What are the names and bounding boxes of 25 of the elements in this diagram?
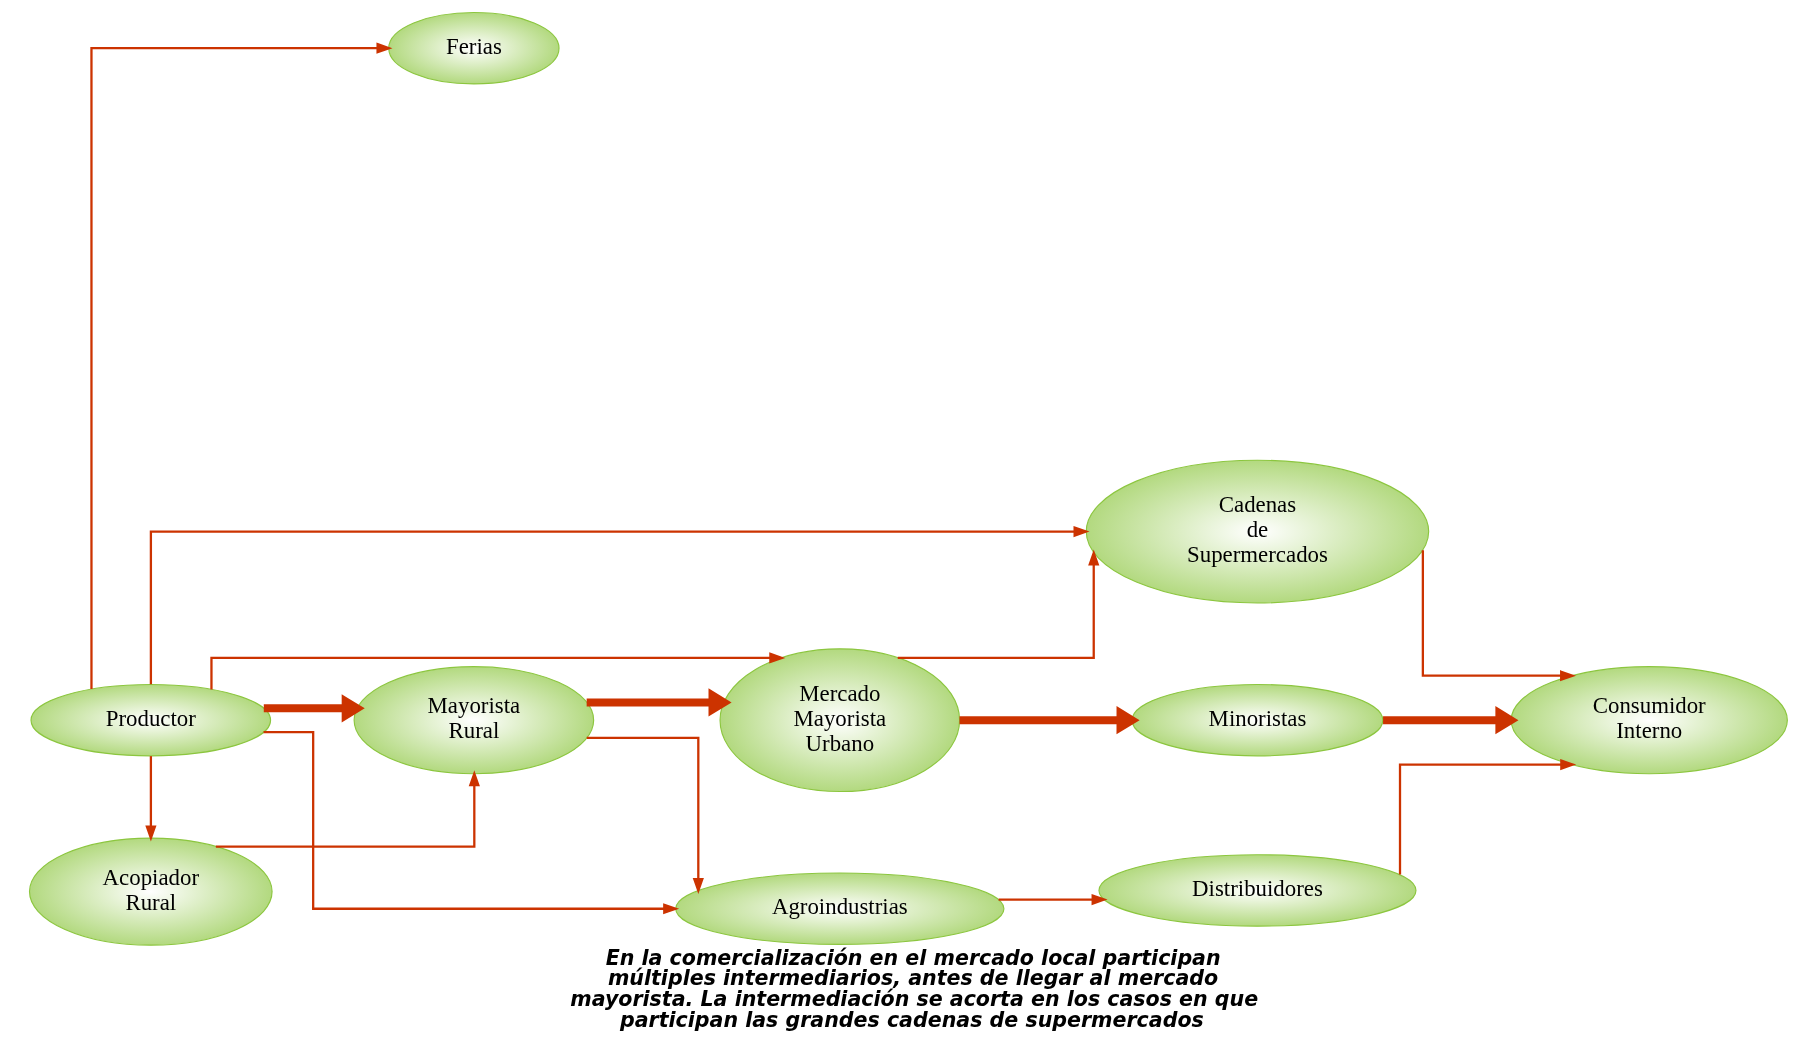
arrow [959,706,1140,735]
node-ellipse: Distribuidores [1097,854,1417,927]
node-ellipse: Mercado Mayorista Urbano [718,648,960,793]
arrow [89,42,392,690]
node-ellipse: Minoristas [1131,683,1383,757]
node-ellipse: Acopiador Rural [28,837,273,946]
arrow [998,894,1108,906]
arrow [1382,706,1518,735]
arrow [586,688,732,717]
node-ellipse: Productor [29,683,271,757]
node-ellipse: Agroindustrias [674,872,1004,945]
node-ellipse: Ferias [387,11,560,85]
caption: En la comercialización en el mercado local participan múltiples intermediarios, antes de llegar al mercado mayorista. La intermediación se acorta en los casos en que participan las grandes cadenas de supermercados [569,945,1258,1032]
arrow [586,736,704,894]
arrow [144,756,156,842]
arrow [897,549,1099,660]
arrow [209,652,785,690]
arrow [263,730,679,915]
arrow [149,526,1090,685]
node-ellipse: Consumidor Interno [1510,666,1788,775]
arrow [215,770,480,848]
node-ellipse: Mayorista Rural [353,666,594,775]
arrow [1398,759,1576,875]
arrow [1421,550,1576,682]
arrow [263,694,365,723]
